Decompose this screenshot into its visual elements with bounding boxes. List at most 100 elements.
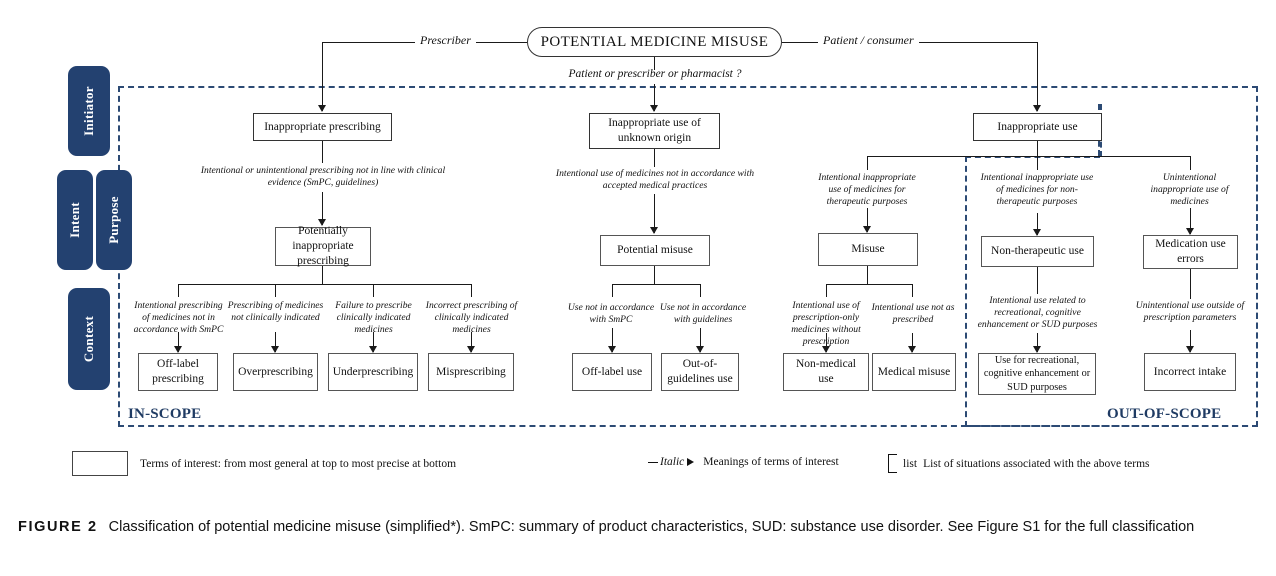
leaf-label: Off-label prescribing [152, 358, 204, 385]
c3a-split-stem [867, 266, 868, 284]
meaning-c2-leaf-1: Use not in accordance with SmPC [567, 302, 655, 325]
c1-leaf-arrowline-3 [373, 332, 374, 352]
c3b-leaf-arrow [1033, 346, 1041, 353]
c1-leaf-drop-1 [178, 284, 179, 297]
legend-text: List of situations associated with the a… [923, 457, 1150, 470]
meaning-c1-leaf-1: Intentional prescribing of medicines not… [133, 300, 224, 335]
figure-caption-label: FIGURE 2 [18, 519, 98, 535]
c3a-leaf-arrowline-1 [826, 333, 827, 352]
meaning-c1-leaf-3: Failure to prescribe clinically indicate… [335, 300, 412, 335]
c1-leaf-drop-2 [275, 284, 276, 297]
sidebar-item-label-context: Context [81, 315, 96, 363]
node-label: Non-therapeutic use [991, 245, 1084, 258]
c3a-leaf-arrow-1 [822, 346, 830, 353]
c1-leaf-arrowline-1 [178, 332, 179, 352]
figure-caption-text: Classification of potential medicine mis… [108, 519, 1195, 535]
question-label: Patient or prescriber or pharmacist ? [568, 68, 742, 80]
leaf-off-label-prescribing[interactable]: Off-label prescribing [138, 353, 218, 391]
leaf-overprescribing[interactable]: Overprescribing [233, 353, 318, 391]
node-label: Inappropriate use of unknown origin [608, 117, 701, 144]
c3c-leaf-arrow [1186, 346, 1194, 353]
patient-drop-arrow [1033, 105, 1041, 112]
leaf-underprescribing[interactable]: Underprescribing [328, 353, 418, 391]
meaning-c3a-leaf-1: Intentional use of prescription-only med… [791, 300, 861, 347]
leaf-label: Incorrect intake [1153, 365, 1227, 378]
sidebar-item-label-purpose: Purpose [106, 196, 122, 244]
meaning-c3c-leaf-1: Unintentional use outside of prescriptio… [1135, 300, 1245, 323]
c3b-arrowline [1037, 213, 1038, 235]
c2-leaf-drop-2 [700, 284, 701, 297]
c3-branch-drop-3 [1190, 156, 1191, 170]
question-drop-line [654, 84, 655, 111]
c1-meaning-line-bottom [322, 192, 323, 225]
leaf-label: Underprescribing [332, 365, 414, 378]
node-label: Inappropriate use [997, 120, 1078, 133]
c3c-arrowline [1190, 208, 1191, 234]
meaning-c2-leaf-2: Use not in accordance with guidelines [659, 302, 747, 325]
node-inappropriate-use[interactable]: Inappropriate use [973, 113, 1102, 141]
node-label: Medication use errors [1155, 238, 1226, 265]
c3a-arrowline [867, 208, 868, 232]
node-label: Potentially inappropriate prescribing [292, 225, 354, 267]
box-icon [72, 451, 128, 476]
c2-leaf-arrowline-1 [612, 328, 613, 352]
node-medication-use-errors[interactable]: Medication use errors [1143, 235, 1238, 269]
legend-text: Terms of interest: from most general at … [140, 457, 457, 470]
c3b-leaf-arrowline [1037, 333, 1038, 352]
root-center-stub [654, 57, 655, 70]
meaning-c3c: Unintentional inappropriate use of medic… [1150, 172, 1229, 207]
prescriber-drop-line [322, 42, 323, 111]
leaf-label: Out-of-guidelines use [667, 358, 733, 385]
c2-meaning-line-top [654, 149, 655, 167]
c1-leaf-arrowline-4 [471, 332, 472, 352]
c2-arrow-to-child [650, 227, 658, 234]
c1-leaf-arrow-1 [174, 346, 182, 353]
c3-split-stem [1037, 141, 1038, 156]
figure-caption: FIGURE 2 Classification of potential medi… [18, 516, 1262, 538]
c2-split-bar [612, 284, 700, 285]
node-inappropriate-use-unknown-origin[interactable]: Inappropriate use of unknown origin [589, 113, 720, 149]
c1-meaning-line-top [322, 141, 323, 163]
root-node[interactable]: POTENTIAL MEDICINE MISUSE [527, 27, 782, 57]
legend-italic-sample: Italic [660, 456, 685, 468]
leaf-out-of-guidelines-use[interactable]: Out-of-guidelines use [661, 353, 739, 391]
node-non-therapeutic-use[interactable]: Non-therapeutic use [981, 236, 1094, 267]
leaf-label: Non-medical use [795, 358, 857, 385]
meaning-c1-leaf-2: Prescribing of medicines not clinically … [227, 300, 324, 323]
node-inappropriate-prescribing[interactable]: Inappropriate prescribing [253, 113, 392, 141]
leaf-label: Misprescribing [436, 365, 506, 378]
edge-label-patient-consumer: Patient / consumer [818, 33, 919, 48]
legend-item-list: list List of situations associated with … [888, 454, 1150, 473]
c3a-leaf-arrowline-2 [912, 333, 913, 352]
c2-meaning-line-bottom [654, 194, 655, 233]
c3a-leaf-arrow-2 [908, 346, 916, 353]
leaf-misprescribing[interactable]: Misprescribing [428, 353, 514, 391]
c3a-leaf-drop-1 [826, 284, 827, 297]
c1-leaf-drop-4 [471, 284, 472, 297]
leaf-non-medical-use[interactable]: Non-medical use [783, 353, 869, 391]
leaf-off-label-use[interactable]: Off-label use [572, 353, 652, 391]
c2-leaf-drop-1 [612, 284, 613, 297]
sidebar-item-intent[interactable]: Intent [57, 170, 93, 270]
leaf-incorrect-intake[interactable]: Incorrect intake [1144, 353, 1236, 391]
leaf-recreational-cognitive-sud[interactable]: Use for recreational, cognitive enhancem… [978, 353, 1096, 395]
legend: Terms of interest: from most general at … [0, 443, 1276, 489]
node-misuse[interactable]: Misuse [818, 233, 918, 266]
c2-leaf-arrowline-2 [700, 328, 701, 352]
meaning-inappropriate-use-unknown-origin: Intentional use of medicines not in acco… [555, 168, 755, 191]
sidebar-item-initiator[interactable]: Initiator [68, 66, 110, 156]
legend-text: Meanings of terms of interest [703, 456, 839, 468]
leaf-medical-misuse[interactable]: Medical misuse [872, 353, 956, 391]
in-scope-label: IN-SCOPE [128, 406, 202, 422]
meaning-c3a-leaf-2: Intentional use not as prescribed [871, 302, 955, 325]
sidebar-item-context[interactable]: Context [68, 288, 110, 390]
node-potential-misuse[interactable]: Potential misuse [600, 235, 710, 266]
c3-split-bar [867, 156, 1190, 157]
sidebar-item-purpose[interactable]: Purpose [96, 170, 132, 270]
legend-list-word: list [903, 457, 918, 470]
node-potentially-inappropriate-prescribing[interactable]: Potentially inappropriate prescribing [275, 225, 371, 267]
leaf-label: Off-label use [581, 365, 643, 378]
c3c-leaf-line [1190, 269, 1191, 299]
root-node-label: POTENTIAL MEDICINE MISUSE [540, 33, 769, 50]
